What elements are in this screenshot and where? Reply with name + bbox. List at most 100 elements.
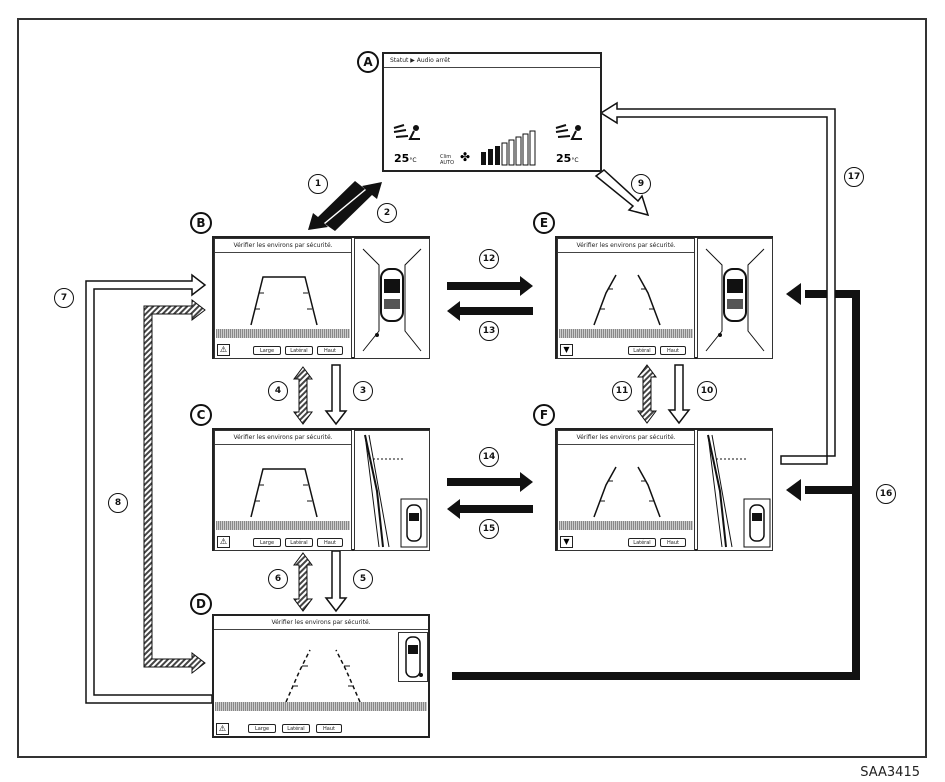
- step-17: 17: [844, 167, 864, 187]
- screen-a-header: Statut ▶ Audio arrêt: [384, 54, 600, 68]
- label-screen-b: B: [190, 212, 212, 234]
- screen-f-bumper: [559, 521, 693, 530]
- step-2: 2: [377, 203, 397, 223]
- screen-d-car-inset: [398, 632, 428, 682]
- screen-d-person-icon[interactable]: ⚠: [216, 723, 229, 735]
- arrow-step-2: [325, 182, 382, 231]
- arrow-step-15: [447, 499, 533, 519]
- screen-e-aroundview: [697, 238, 773, 359]
- arrow-step-13: [447, 301, 533, 321]
- screen-c-large-button[interactable]: Large: [253, 538, 281, 547]
- screen-d-top-button[interactable]: Haut: [316, 724, 342, 733]
- screen-f-warning-icon[interactable]: ▼: [560, 536, 573, 548]
- screen-e-warning-icon[interactable]: ▼: [560, 344, 573, 356]
- screen-b-header: Vérifier les environs par sécurité.: [215, 239, 351, 253]
- screen-e-camera-view: Vérifier les environs par sécurité. ▼ La…: [557, 238, 695, 359]
- airflow-right-icon: [555, 124, 582, 140]
- airflow-left-icon: [393, 124, 420, 140]
- temp-right: 25°C: [556, 152, 579, 165]
- screen-c-camera-view: Vérifier les environs par sécurité. ⚠ La…: [214, 430, 352, 551]
- step-4: 4: [268, 381, 288, 401]
- screen-e-bumper: [559, 329, 693, 338]
- step-9: 9: [631, 174, 651, 194]
- screen-f: Vérifier les environs par sécurité. ▼ La…: [555, 428, 773, 551]
- step-11: 11: [612, 381, 632, 401]
- step-3: 3: [353, 381, 373, 401]
- temp-left-value: 25: [394, 152, 410, 165]
- screen-b-lateral-button[interactable]: Latéral: [285, 346, 313, 355]
- screen-e: Vérifier les environs par sécurité. ▼ La…: [555, 236, 773, 359]
- climate-mode-text: Clim AUTO: [440, 154, 455, 166]
- step-14: 14: [479, 447, 499, 467]
- screen-d: Vérifier les environs par sécurité. ⚠ La…: [212, 614, 430, 738]
- screen-c-top-button[interactable]: Haut: [317, 538, 343, 547]
- step-12: 12: [479, 249, 499, 269]
- screen-e-car-topview: [705, 248, 765, 352]
- temp-left-unit: °C: [409, 157, 417, 164]
- label-screen-e: E: [533, 212, 555, 234]
- step-8: 8: [108, 493, 128, 513]
- arrow-step-17: [599, 101, 836, 465]
- temp-right-unit: °C: [571, 157, 579, 164]
- screen-b-car-topview: [362, 248, 422, 352]
- screen-b-large-button[interactable]: Large: [253, 346, 281, 355]
- screen-c: Vérifier les environs par sécurité. ⚠ La…: [212, 428, 430, 551]
- step-5: 5: [353, 569, 373, 589]
- arrow-step-3: [324, 364, 348, 426]
- screen-f-camera-view: Vérifier les environs par sécurité. ▼ La…: [557, 430, 695, 551]
- temp-left: 25°C: [394, 152, 417, 165]
- arrow-step-14: [447, 472, 533, 492]
- step-10: 10: [697, 381, 717, 401]
- screen-f-side-camera: [707, 434, 771, 548]
- screen-c-lateral-button[interactable]: Latéral: [285, 538, 313, 547]
- arrow-step-10: [667, 364, 691, 425]
- screen-b-camera-view: Vérifier les environs par sécurité. ⚠ La…: [214, 238, 352, 359]
- label-screen-d: D: [190, 593, 212, 615]
- screen-c-side-camera: [364, 434, 428, 548]
- screen-d-lateral-button[interactable]: Latéral: [282, 724, 310, 733]
- screen-b-bumper: [216, 329, 350, 338]
- screen-d-car-topview: [405, 636, 423, 678]
- step-7: 7: [54, 288, 74, 308]
- arrow-step-11: [637, 364, 657, 424]
- arrow-step-16-head-f: [786, 479, 801, 501]
- fan-speed-bars: [481, 130, 536, 166]
- screen-e-top-button[interactable]: Haut: [660, 346, 686, 355]
- screen-b: Vérifier les environs par sécurité. ⚠ La…: [212, 236, 430, 359]
- screen-b-person-icon[interactable]: ⚠: [217, 344, 230, 356]
- screen-f-header: Vérifier les environs par sécurité.: [558, 431, 694, 445]
- figure-code: SAA3415: [860, 765, 920, 780]
- arrow-step-4: [293, 366, 313, 425]
- screen-a: Statut ▶ Audio arrêt 25°C 25°C Clim AUTO…: [382, 52, 602, 172]
- arrow-step-1: [308, 181, 365, 230]
- screen-d-guidelines: [285, 649, 361, 703]
- screen-d-bumper: [215, 702, 427, 711]
- step-16: 16: [876, 484, 896, 504]
- screen-f-sideview: [697, 430, 773, 551]
- screen-e-header: Vérifier les environs par sécurité.: [558, 239, 694, 253]
- screen-b-aroundview: [354, 238, 430, 359]
- screen-d-header: Vérifier les environs par sécurité.: [214, 616, 428, 630]
- screen-f-guidelines: [593, 466, 661, 518]
- label-screen-c: C: [190, 404, 212, 426]
- screen-c-bumper: [216, 521, 350, 530]
- fan-icon: ✤: [460, 150, 471, 164]
- screen-c-guidelines: [249, 468, 318, 524]
- screen-d-large-button[interactable]: Large: [248, 724, 276, 733]
- arrow-step-7: [85, 273, 213, 704]
- step-13: 13: [479, 321, 499, 341]
- arrow-step-9: [594, 169, 650, 217]
- screen-b-guidelines: [249, 276, 318, 332]
- label-screen-a: A: [357, 51, 379, 73]
- screen-c-person-icon[interactable]: ⚠: [217, 536, 230, 548]
- screen-c-sideview: [354, 430, 430, 551]
- screen-e-lateral-button[interactable]: Latéral: [628, 346, 656, 355]
- arrow-step-16-head-e: [786, 283, 801, 305]
- screen-b-top-button[interactable]: Haut: [317, 346, 343, 355]
- screen-e-guidelines: [593, 274, 661, 326]
- step-6: 6: [268, 569, 288, 589]
- screen-f-top-button[interactable]: Haut: [660, 538, 686, 547]
- screen-f-lateral-button[interactable]: Latéral: [628, 538, 656, 547]
- step-1: 1: [308, 174, 328, 194]
